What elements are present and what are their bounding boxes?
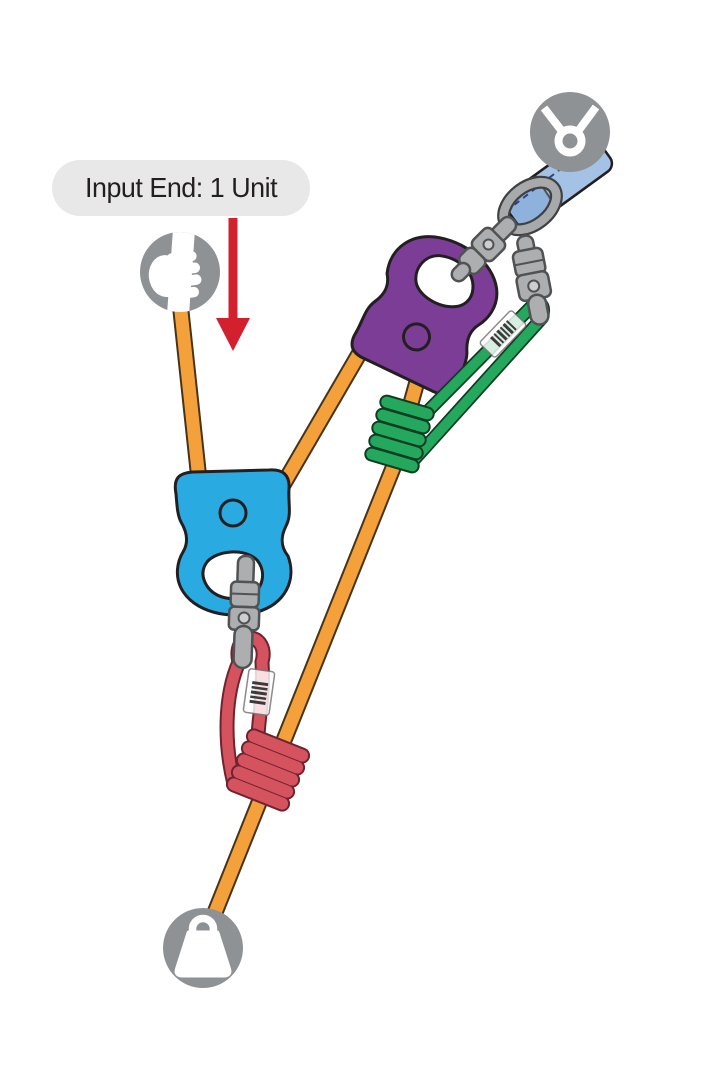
hand-grip-badge bbox=[140, 232, 220, 312]
green-prusik-tag bbox=[479, 310, 527, 358]
input-annotation-text: Input End: 1 Unit bbox=[84, 172, 278, 203]
anchor-ring-icon bbox=[540, 104, 600, 157]
input-rope bbox=[171, 301, 209, 490]
input-direction-arrow bbox=[216, 218, 250, 351]
barcode-label bbox=[489, 320, 517, 348]
green-prusik-coils bbox=[364, 394, 435, 474]
red-prusik-coils bbox=[225, 728, 311, 812]
red-prusik-tag bbox=[242, 668, 276, 716]
swivel-green-prusik bbox=[511, 234, 553, 326]
input-annotation-pill: Input End: 1 Unit bbox=[52, 160, 310, 216]
weight-icon bbox=[174, 914, 232, 978]
swivel-anchor-pulley bbox=[450, 215, 518, 283]
anchor-badge bbox=[530, 92, 610, 172]
fist-grip-icon bbox=[148, 232, 202, 312]
load-badge bbox=[163, 908, 243, 988]
swivel-red-prusik bbox=[227, 554, 261, 670]
barcode-label bbox=[249, 680, 269, 705]
